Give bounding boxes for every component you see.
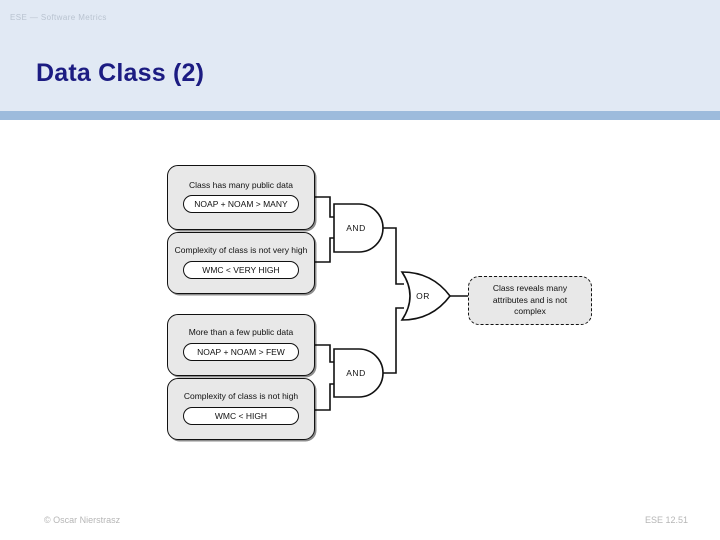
condition-box-few-public-data: More than a few public data NOAP + NOAM … [167, 314, 315, 376]
output-text: Class reveals many attributes and is not… [492, 283, 568, 317]
and-gate-bottom-shape [333, 348, 384, 398]
condition-text: More than a few public data [188, 327, 294, 338]
metric-pill: WMC < HIGH [183, 406, 299, 425]
condition-text: Complexity of class is not high [183, 391, 299, 402]
footer-page-ref: ESE 12.51 [644, 515, 688, 525]
condition-text: Complexity of class is not very high [174, 245, 308, 256]
condition-text: Class has many public data [189, 179, 293, 190]
metric-pill: NOAP + NOAM > FEW [183, 342, 299, 361]
wire-cond3-to-and-bottom [315, 344, 334, 363]
metric-pill: WMC < VERY HIGH [183, 260, 299, 279]
page-title: Data Class (2) [36, 58, 205, 87]
metric-pill: NOAP + NOAM > MANY [183, 195, 299, 214]
footer-copyright: © Oscar Nierstrasz [44, 515, 121, 525]
wire-cond1-to-and-top [315, 196, 334, 218]
breadcrumb: ESE — Software Metrics [10, 13, 107, 22]
condition-box-many-public-data: Class has many public data NOAP + NOAM >… [167, 165, 315, 230]
diagram-wiring [315, 196, 468, 411]
condition-box-not-very-complex: Complexity of class is not very high WMC… [167, 232, 315, 294]
header-accent-band [0, 111, 720, 120]
condition-box-not-high-complex: Complexity of class is not high WMC < HI… [167, 378, 315, 440]
wire-and-bottom-to-or [383, 307, 404, 374]
wire-cond2-to-and-top [315, 237, 334, 263]
and-gate-top-shape [333, 203, 384, 253]
output-box-result: Class reveals many attributes and is not… [468, 276, 592, 325]
slide-header [0, 0, 720, 111]
wire-cond4-to-and-bottom [315, 383, 334, 411]
wire-and-top-to-or [383, 227, 404, 285]
logic-diagram: AND AND OR Class has many public data NO… [0, 120, 720, 500]
or-gate-shape [400, 271, 452, 321]
